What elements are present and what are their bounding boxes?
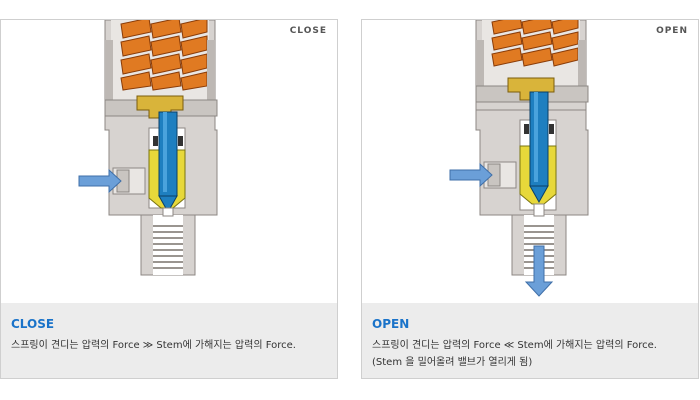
close-panel: CLOSE CLOSE 스프링이 견디는 압력의 Force ≫ Stem에 가… [0,19,338,379]
outlet-arrow-open [524,245,554,297]
caption-close: CLOSE 스프링이 견디는 압력의 Force ≫ Stem에 가해지는 압력… [1,303,337,378]
caption-text-close: 스프링이 견디는 압력의 Force ≫ Stem에 가해지는 압력의 Forc… [11,340,296,351]
stem-open [529,91,549,204]
caption-open: OPEN 스프링이 견디는 압력의 Force ≪ Stem에 가해지는 압력의… [362,303,698,378]
state-label-close: CLOSE [289,26,327,36]
open-panel: OPEN OPEN 스프링이 견디는 압력의 Force ≪ Stem에 가해지… [361,19,699,379]
caption-text-open: 스프링이 견디는 압력의 Force ≪ Stem에 가해지는 압력의 Forc… [372,340,657,368]
stem-close [158,111,178,214]
spring-close [120,20,208,91]
spring-open [491,20,579,67]
valve-diagram-close [78,20,218,276]
state-label-open: OPEN [656,26,688,36]
inlet-arrow-close [78,168,122,194]
inlet-arrow-open [449,162,493,188]
valve-diagram-open [449,20,589,297]
caption-title-open: OPEN [372,317,410,331]
caption-title-close: CLOSE [11,317,55,331]
